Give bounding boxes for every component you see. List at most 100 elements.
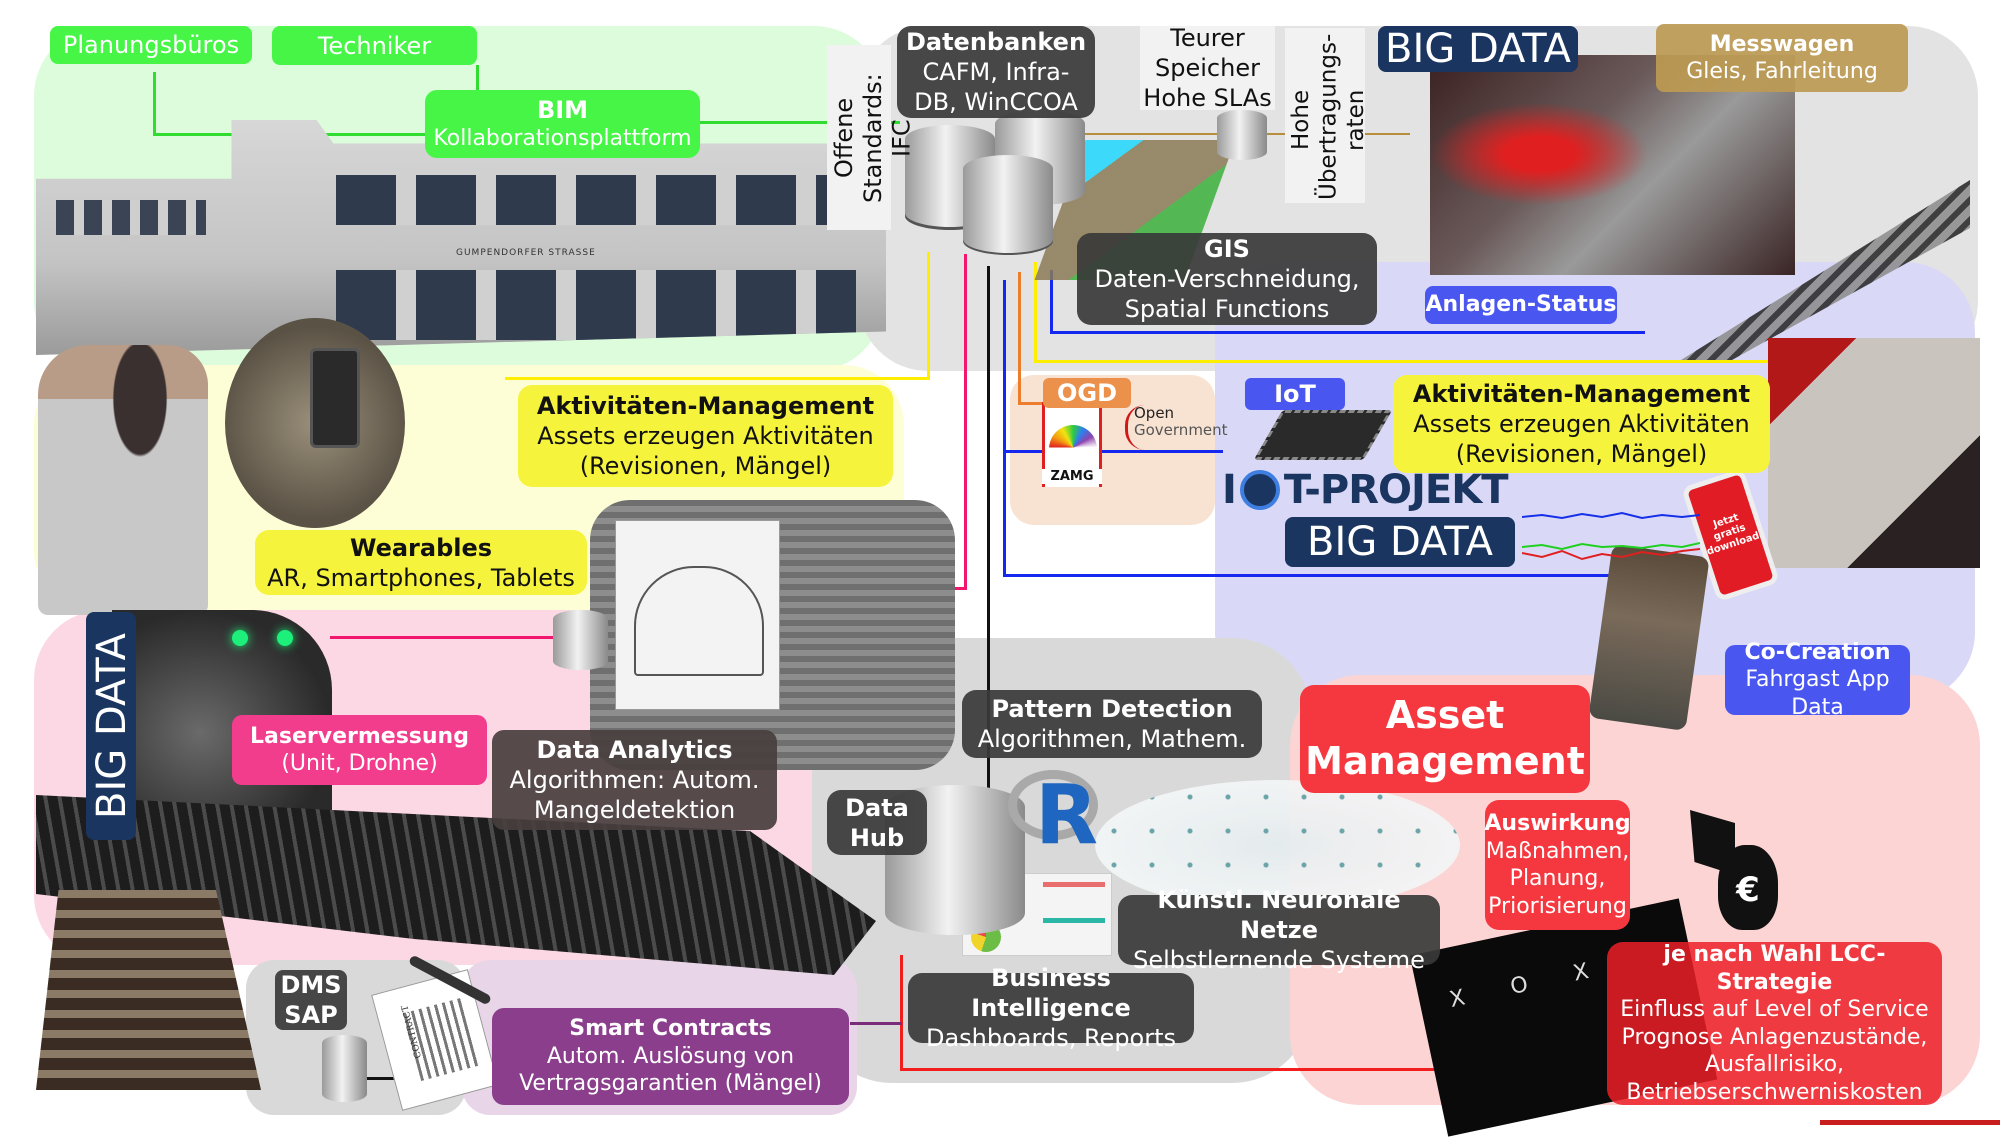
bi-subtitle: Dashboards, Reports — [925, 1024, 1177, 1052]
planungsbueros-label: Planungsbüros — [62, 31, 240, 59]
government-label: Government — [1134, 420, 1228, 439]
auswirkung-line1: Maßnahmen, — [1485, 838, 1630, 864]
r-logo: R — [1035, 768, 1099, 863]
co-creation-title: Co-Creation — [1744, 639, 1891, 665]
datenbanken-title: Datenbanken — [905, 28, 1087, 56]
uebertragung-bg — [1285, 28, 1365, 203]
ogd-label: OGD — [1056, 379, 1118, 407]
database-icon-main-3 — [963, 155, 1053, 255]
gis-box[interactable]: GIS Daten-Verschneidung, Spatial Functio… — [1077, 233, 1377, 325]
datenbanken-box[interactable]: Datenbanken CAFM, Infra- DB, WinCCOA — [897, 26, 1095, 118]
connector-aktivitaeten-left-h — [505, 377, 930, 380]
iot-label: IoT — [1274, 380, 1316, 408]
auswirkung-line3: Priorisierung — [1488, 893, 1627, 919]
pattern-detection-box[interactable]: Pattern Detection Algorithmen, Mathem. — [962, 690, 1262, 758]
knn-box[interactable]: Künstl. Neuronale Netze Selbstlernende S… — [1118, 886, 1440, 974]
connector-laser-db — [330, 636, 555, 639]
smart-contracts-box[interactable]: Smart Contracts Autom. Auslösung von Ver… — [492, 1008, 849, 1105]
auswirkung-box[interactable]: Auswirkung Maßnahmen, Planung, Priorisie… — [1484, 800, 1631, 930]
connector-iot-h2 — [1003, 574, 1623, 577]
ifc-line1: Offene — [830, 97, 858, 179]
big-data-top-badge: BIG DATA — [1378, 26, 1578, 72]
connector-aktivitaeten-right-h — [1034, 360, 1779, 363]
connector-laser — [964, 254, 967, 589]
asset-mgmt-line1: Asset — [1385, 693, 1505, 738]
vr-woman-image — [38, 345, 208, 615]
lcc-line3: Ausfallrisiko, — [1704, 1052, 1845, 1077]
aktivitaeten-right-box[interactable]: Aktivitäten-Management Assets erzeugen A… — [1393, 375, 1770, 473]
bim-title: BIM — [536, 96, 589, 125]
data-hub-box[interactable]: Data Hub — [827, 790, 927, 855]
laser-subtitle: (Unit, Drohne) — [281, 751, 438, 776]
lcc-strategy-box[interactable]: je nach Wahl LCC-Strategie Einfluss auf … — [1607, 942, 1942, 1105]
aktivitaeten-left-box[interactable]: Aktivitäten-Management Assets erzeugen A… — [518, 385, 893, 487]
iot-big-data-label: BIG DATA — [1307, 519, 1493, 565]
datenbanken-line1: CAFM, Infra- — [922, 58, 1070, 86]
big-data-top-label: BIG DATA — [1385, 26, 1571, 72]
aktivitaeten-right-title: Aktivitäten-Management — [1412, 380, 1751, 408]
bim-subtitle: Kollaborationsplattform — [433, 126, 692, 152]
lcc-line1: Einfluss auf Level of Service — [1620, 997, 1929, 1022]
knn-title: Künstl. Neuronale Netze — [1157, 886, 1401, 944]
aktivitaeten-left-title: Aktivitäten-Management — [536, 392, 875, 420]
euro-symbol: € — [1736, 870, 1760, 910]
auswirkung-title: Auswirkung — [1484, 811, 1631, 836]
pattern-subtitle: Algorithmen, Mathem. — [977, 725, 1247, 753]
bi-title: Business Intelligence — [971, 964, 1131, 1022]
messwagen-title: Messwagen — [1709, 31, 1855, 57]
anlagen-status-box[interactable]: Anlagen-Status — [1425, 286, 1617, 324]
connector-anlagen-status — [1050, 270, 1053, 333]
iot-badge[interactable]: IoT — [1245, 378, 1345, 410]
dms-sap-box[interactable]: DMS SAP — [275, 970, 347, 1030]
connector-anlagen-status-h — [1050, 331, 1645, 334]
ogd-badge[interactable]: OGD — [1043, 378, 1131, 408]
auswirkung-line2: Planung, — [1509, 866, 1606, 891]
asset-management-box[interactable]: Asset Management — [1300, 685, 1590, 793]
techniker-box[interactable]: Techniker — [272, 26, 477, 65]
big-data-left-badge — [86, 612, 136, 840]
database-icon-speicher — [1217, 110, 1267, 160]
connector-data-hub — [987, 266, 990, 788]
tunnel-scan-image — [590, 500, 955, 770]
iot-big-data-badge: BIG DATA — [1285, 517, 1515, 567]
co-creation-box[interactable]: Co-Creation Fahrgast App Data — [1725, 640, 1910, 720]
wearables-subtitle: AR, Smartphones, Tablets — [267, 563, 575, 592]
connector-planungsbueros — [153, 72, 156, 134]
smart-contracts-line2: Vertragsgarantien (Mängel) — [519, 1071, 822, 1097]
planungsbueros-box[interactable]: Planungsbüros — [50, 26, 252, 64]
uebertragung-line2: Übertragungs- — [1315, 33, 1342, 200]
zamg-logo: ZAMG — [1042, 402, 1102, 487]
sensor-signal-chart — [1522, 511, 1700, 561]
dms-line2: SAP — [284, 1001, 338, 1029]
lcc-line4: Betriebserschwerniskosten — [1626, 1079, 1923, 1105]
wearables-title: Wearables — [349, 533, 493, 562]
aktivitaeten-left-line2: (Revisionen, Mängel) — [579, 452, 832, 480]
signal-green — [1522, 542, 1700, 551]
messwagen-subtitle: Gleis, Fahrleitung — [1686, 59, 1878, 84]
data-analytics-box[interactable]: Data Analytics Algorithmen: Autom. Mange… — [492, 730, 777, 830]
iot-projekt-emblem-icon — [1239, 470, 1280, 510]
lcc-title: je nach Wahl LCC-Strategie — [1663, 942, 1886, 995]
connector-iot-h1 — [1003, 450, 1223, 453]
connector-ogd-h — [1018, 402, 1043, 405]
aktivitaeten-right-line2: (Revisionen, Mängel) — [1455, 440, 1708, 468]
building-sign: GUMPENDORFER STRASSE — [456, 248, 596, 258]
money-bag-icon: € — [1690, 790, 1780, 930]
laser-box[interactable]: Laservermessung (Unit, Drohne) — [232, 715, 487, 785]
dms-line1: DMS — [280, 971, 342, 999]
lcc-line2: Prognose Anlagenzustände, — [1621, 1024, 1928, 1050]
business-intelligence-box[interactable]: Business Intelligence Dashboards, Report… — [908, 964, 1194, 1052]
connector-lcc-h — [900, 1068, 1440, 1071]
uebertragung-line3: raten — [1343, 89, 1370, 151]
profile-chart-window — [615, 520, 780, 710]
iot-projekt-prefix: I — [1222, 467, 1237, 513]
neural-network-image — [1095, 780, 1460, 910]
wearables-box[interactable]: Wearables AR, Smartphones, Tablets — [255, 530, 587, 595]
ar-phone-circle-image — [225, 318, 405, 528]
connector-techniker — [476, 65, 479, 90]
messwagen-box[interactable]: Messwagen Gleis, Fahrleitung — [1656, 24, 1908, 92]
bim-platform-box[interactable]: BIM Kollaborationsplattform — [425, 90, 700, 158]
connector-ogd — [1018, 272, 1021, 404]
speicher-line2: Speicher — [1155, 54, 1260, 82]
datenbanken-line2: DB, WinCCOA — [914, 88, 1078, 116]
